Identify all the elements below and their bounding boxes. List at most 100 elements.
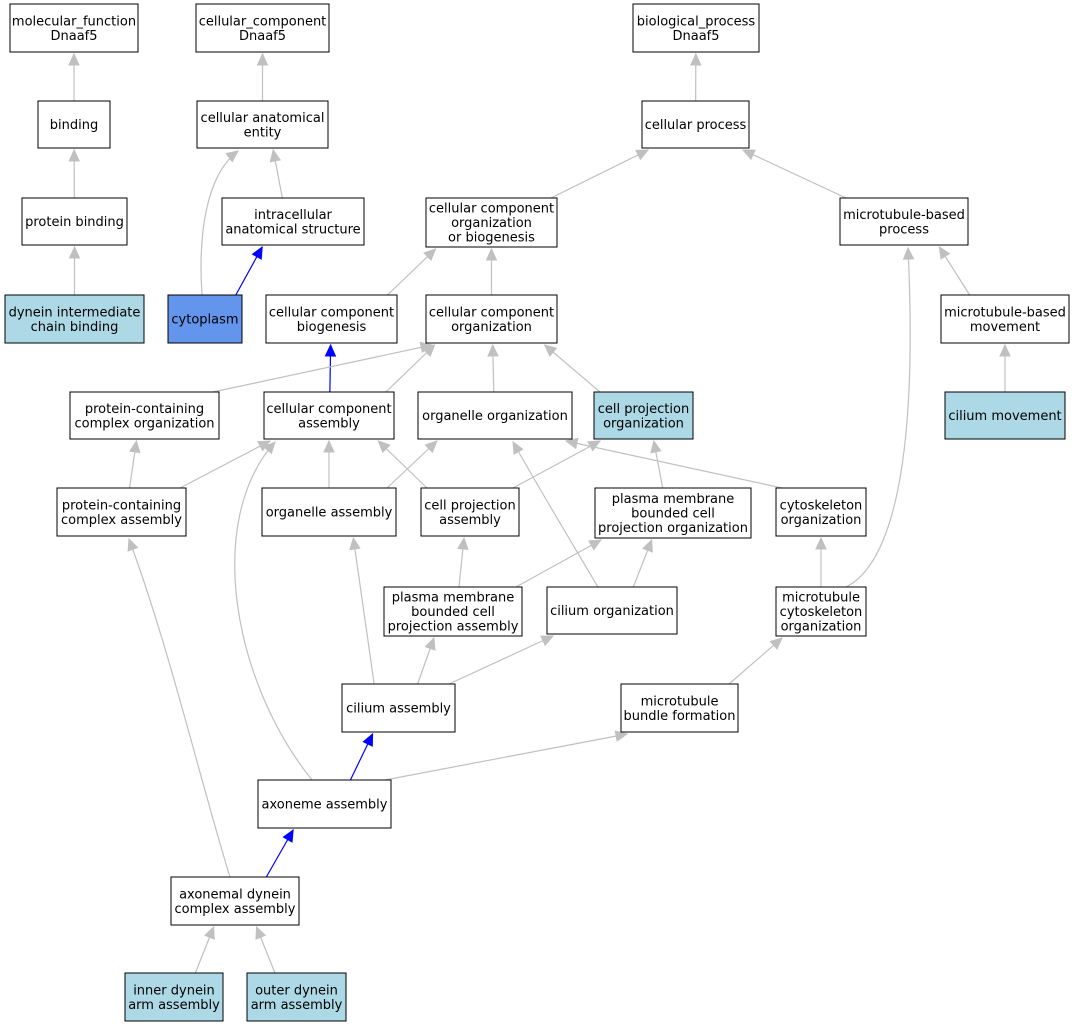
edge-oa-to-cca-arrowhead	[323, 439, 335, 453]
edge-mco-to-mbp-arrowhead	[902, 246, 915, 260]
edge-axa-to-ca-arrowhead	[362, 732, 374, 747]
edge-pcco-to-cco-arrowhead	[419, 341, 434, 354]
edge-ca-to-oa	[349, 536, 375, 685]
edge-mbp-to-cp-line	[742, 149, 847, 199]
node-ias-label-line: anatomical structure	[225, 222, 360, 237]
edge-cso-to-oo-line	[565, 440, 783, 489]
edge-binding-to-mf_root-arrowhead	[68, 52, 80, 66]
edge-mbf-to-mco-arrowhead	[769, 637, 783, 650]
edge-pmbcpa-to-pmbcpo-line	[515, 539, 602, 588]
node-ca-box	[341, 683, 456, 733]
edge-pmbcpa-to-pmbcpo-arrowhead	[588, 539, 603, 551]
edge-oa-to-oo-arrowhead	[424, 440, 438, 454]
node-cyto[interactable]: cytoplasm	[167, 294, 243, 344]
edge-mco-to-cso	[815, 536, 827, 587]
edge-cso-to-oo	[564, 437, 783, 489]
edge-cyto-to-ias	[235, 245, 263, 296]
node-ca[interactable]: cilium assembly	[341, 683, 456, 733]
node-ccb-box	[265, 294, 398, 344]
edge-co-to-pmbcpo-arrowhead	[642, 538, 653, 553]
node-ccob-label-line: organization	[451, 216, 532, 231]
node-axa-label-line: axoneme assembly	[262, 798, 388, 813]
node-co-box	[546, 586, 678, 635]
edge-mbm-to-mbp-arrowhead	[938, 245, 951, 260]
node-oo[interactable]: organelle organization	[417, 391, 573, 440]
node-adca-box	[170, 876, 300, 926]
node-odaa-label-line: outer dynein	[255, 983, 338, 998]
node-pb[interactable]: protein binding	[21, 197, 128, 246]
edge-cca-to-ccb	[324, 343, 337, 393]
node-oa-label-line: organelle assembly	[266, 506, 393, 521]
edge-cpo-to-cco	[543, 344, 601, 393]
node-cpa-label-line: assembly	[439, 513, 501, 528]
node-cso-box	[775, 487, 867, 537]
node-cp[interactable]: cellular process	[641, 100, 750, 149]
edge-adca-to-pcca-arrowhead	[127, 537, 139, 552]
node-pmbcpa-label-line: plasma membrane	[392, 591, 515, 606]
edge-cae-to-cc_root-arrowhead	[256, 52, 269, 66]
edge-dicb-to-pb-arrowhead	[68, 245, 81, 259]
node-co[interactable]: cilium organization	[546, 586, 678, 635]
node-binding[interactable]: binding	[37, 100, 111, 149]
node-mbm-label-line: microtubule-based	[944, 305, 1066, 320]
node-cpa-label-line: cell projection	[424, 498, 515, 513]
edge-pb-to-binding	[68, 148, 80, 199]
node-oa[interactable]: organelle assembly	[261, 487, 397, 537]
node-cm[interactable]: cilium movement	[944, 391, 1066, 440]
edge-cyto-to-ias-arrowhead	[251, 245, 263, 260]
node-mco-label-line: microtubule	[782, 591, 860, 606]
edge-adca-to-pcca	[127, 537, 231, 878]
edge-ca-to-oa-arrowhead	[349, 536, 361, 551]
edge-pmbcpa-to-cpa	[457, 536, 469, 588]
node-bp_root-label-line: Dnaaf5	[672, 29, 719, 44]
node-cae-label-line: cellular anatomical	[201, 111, 325, 126]
node-cm-label-line: cilium movement	[948, 409, 1061, 424]
edge-co-to-oo-line	[512, 441, 599, 588]
edge-pcca-to-cca	[179, 440, 272, 489]
edge-cca-to-ccb-arrowhead	[324, 343, 337, 357]
edge-ca-to-co-arrowhead	[540, 635, 555, 647]
node-pcca-label-line: protein-containing	[62, 498, 181, 513]
edge-cyto-to-cae-line	[200, 150, 239, 296]
node-mf_root-label-line: molecular_function	[12, 14, 136, 29]
edge-mbf-to-mco-line	[728, 637, 783, 685]
edge-pmbcpa-to-cpa-arrowhead	[457, 536, 469, 551]
node-cpo-label-line: cell projection	[598, 402, 689, 417]
node-mbf-label-line: microtubule	[641, 694, 719, 709]
edge-mco-to-mbp-line	[845, 247, 911, 588]
edge-cae-to-cc_root	[256, 52, 269, 101]
node-mbf-label-line: bundle formation	[624, 709, 736, 724]
edge-mco-to-cso-arrowhead	[815, 536, 827, 550]
node-odaa-box	[246, 972, 347, 1022]
node-mbm-box	[940, 294, 1070, 344]
edge-co-to-pmbcpo	[632, 538, 653, 588]
edge-oo-to-cco	[487, 343, 499, 393]
node-mbp-label-line: microtubule-based	[843, 208, 965, 223]
edge-cyto-to-cae-arrowhead	[225, 150, 239, 163]
node-axa[interactable]: axoneme assembly	[257, 779, 392, 829]
